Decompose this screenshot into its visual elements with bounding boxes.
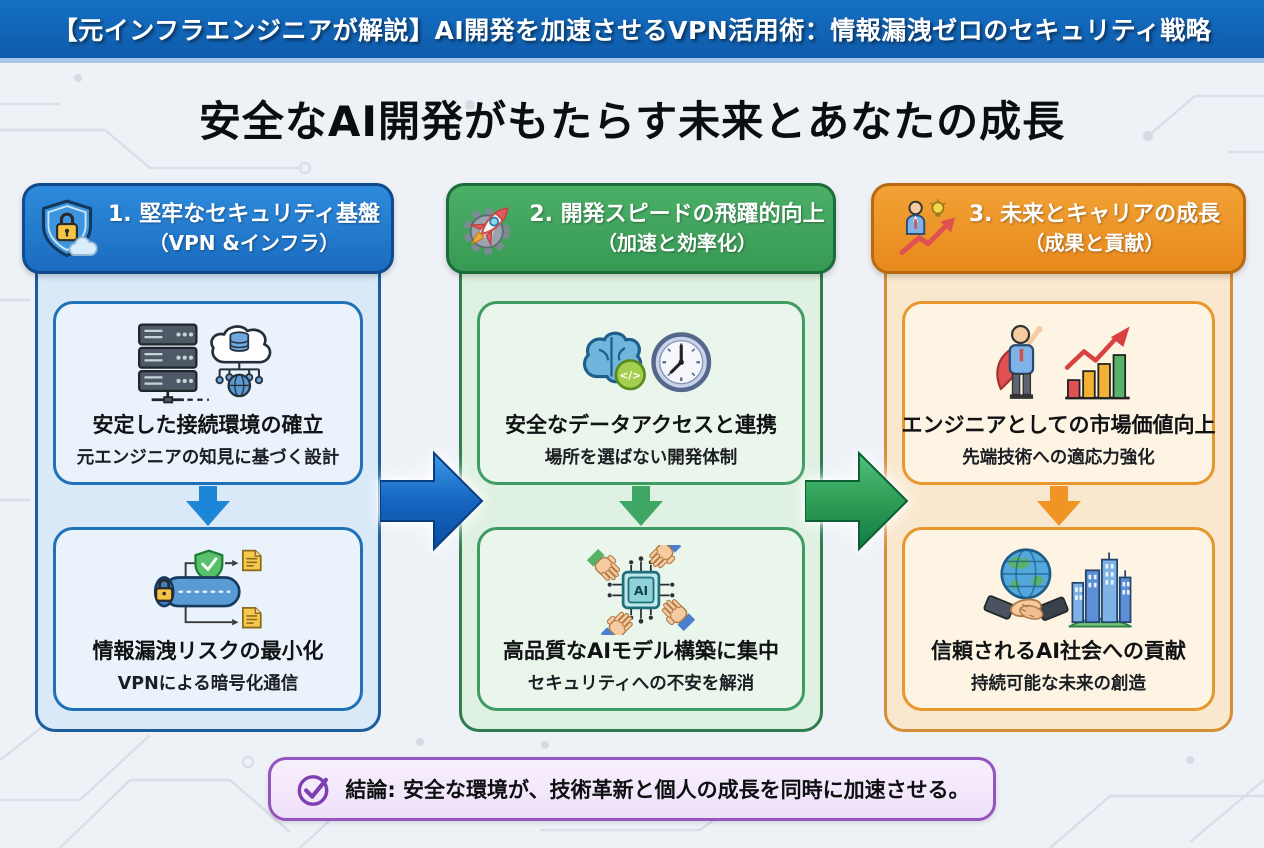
column-header-subtitle: （VPN &インフラ） — [148, 230, 340, 255]
column-growth-header: 3. 未来とキャリアの成長 （成果と貢献） — [871, 183, 1246, 274]
down-arrow-icon — [1036, 485, 1081, 527]
card-trusted-ai-society: 信頼されるAI社会への貢献 持続可能な未来の創造 — [902, 527, 1215, 711]
hero-bar-chart-icon — [983, 317, 1135, 411]
card-subtitle: 先端技術への適応力強化 — [962, 448, 1155, 469]
column-security: 1. 堅牢なセキュリティ基盤 （VPN &インフラ） — [22, 183, 394, 732]
card-subtitle: セキュリティへの不安を解消 — [527, 674, 755, 695]
card-risk-minimization: 情報漏洩リスクの最小化 VPNによる暗号化通信 — [53, 527, 363, 711]
flow-arrow-right-green-icon — [805, 450, 909, 552]
check-circle-icon — [297, 775, 329, 806]
column-speed-header: 2. 開発スピードの飛躍的向上 （加速と効率化） — [446, 183, 836, 274]
ai-chip-label: AI — [634, 583, 648, 598]
column-header-title: 2. 開発スピードの飛躍的向上 — [529, 202, 825, 228]
server-cloud-network-icon — [132, 317, 284, 411]
ai-chip-teamwork-icon: AI — [565, 543, 717, 637]
card-secure-data-access: </> 安全なデータアクセスと連携 場所を選ばない開発体制 — [477, 301, 805, 485]
card-title: エンジニアとしての市場価値向上 — [901, 412, 1216, 437]
gear-rocket-icon — [457, 198, 519, 260]
down-arrow-icon — [619, 485, 663, 527]
column-header-title: 3. 未来とキャリアの成長 — [968, 202, 1221, 228]
column-header-title: 1. 堅牢なセキュリティ基盤 — [107, 202, 380, 228]
column-speed: 2. 開発スピードの飛躍的向上 （加速と効率化） </> — [446, 183, 836, 732]
column-growth: 3. 未来とキャリアの成長 （成果と貢献） — [871, 183, 1246, 732]
card-ai-model-focus: AI — [477, 527, 805, 711]
column-growth-body: エンジニアとしての市場価値向上 先端技術への適応力強化 — [884, 248, 1233, 732]
top-banner: 【元インフラエンジニアが解説】AI開発を加速させるVPN活用術：情報漏洩ゼロのセ… — [0, 0, 1264, 58]
banner-title: 【元インフラエンジニアが解説】AI開発を加速させるVPN活用術：情報漏洩ゼロのセ… — [52, 16, 1212, 45]
card-title: 高品質なAIモデル構築に集中 — [502, 638, 780, 663]
card-subtitle: 元エンジニアの知見に基づく設計 — [76, 448, 340, 469]
card-subtitle: 場所を選ばない開発体制 — [544, 448, 738, 469]
card-subtitle: 持続可能な未来の創造 — [971, 674, 1146, 695]
column-header-subtitle: （加速と効率化） — [596, 230, 757, 255]
column-security-header: 1. 堅牢なセキュリティ基盤 （VPN &インフラ） — [22, 183, 394, 274]
card-market-value: エンジニアとしての市場価値向上 先端技術への適応力強化 — [902, 301, 1215, 485]
vpn-tunnel-encryption-icon — [132, 543, 284, 637]
person-lightbulb-growth-icon — [897, 198, 959, 260]
flow-arrow-right-blue-icon — [380, 450, 484, 552]
card-title: 信頼されるAI社会への貢献 — [930, 638, 1187, 663]
shield-lock-cloud-icon — [36, 198, 98, 260]
card-title: 安全なデータアクセスと連携 — [505, 412, 777, 437]
card-subtitle: VPNによる暗号化通信 — [117, 674, 299, 695]
brain-code-clock-icon: </> — [565, 317, 717, 411]
page-title: 安全なAI開発がもたらす未来とあなたの成長 — [198, 97, 1066, 146]
conclusion-banner: 結論: 安全な環境が、技術革新と個人の成長を同時に加速させる。 — [268, 757, 996, 821]
banner-divider — [0, 58, 1264, 63]
card-title: 安定した接続環境の確立 — [92, 412, 324, 437]
card-stable-connection: 安定した接続環境の確立 元エンジニアの知見に基づく設計 — [53, 301, 363, 485]
code-glyph: </> — [619, 369, 641, 382]
column-header-subtitle: （成果と貢献） — [1024, 230, 1165, 255]
card-title: 情報漏洩リスクの最小化 — [92, 638, 324, 663]
conclusion-text: 結論: 安全な環境が、技術革新と個人の成長を同時に加速させる。 — [345, 778, 970, 802]
column-security-body: 安定した接続環境の確立 元エンジニアの知見に基づく設計 — [35, 248, 381, 732]
globe-handshake-city-icon — [983, 543, 1135, 637]
down-arrow-icon — [186, 485, 230, 527]
column-speed-body: </> 安全なデータアクセスと連携 場所を選ばない開発体制 — [459, 248, 823, 732]
